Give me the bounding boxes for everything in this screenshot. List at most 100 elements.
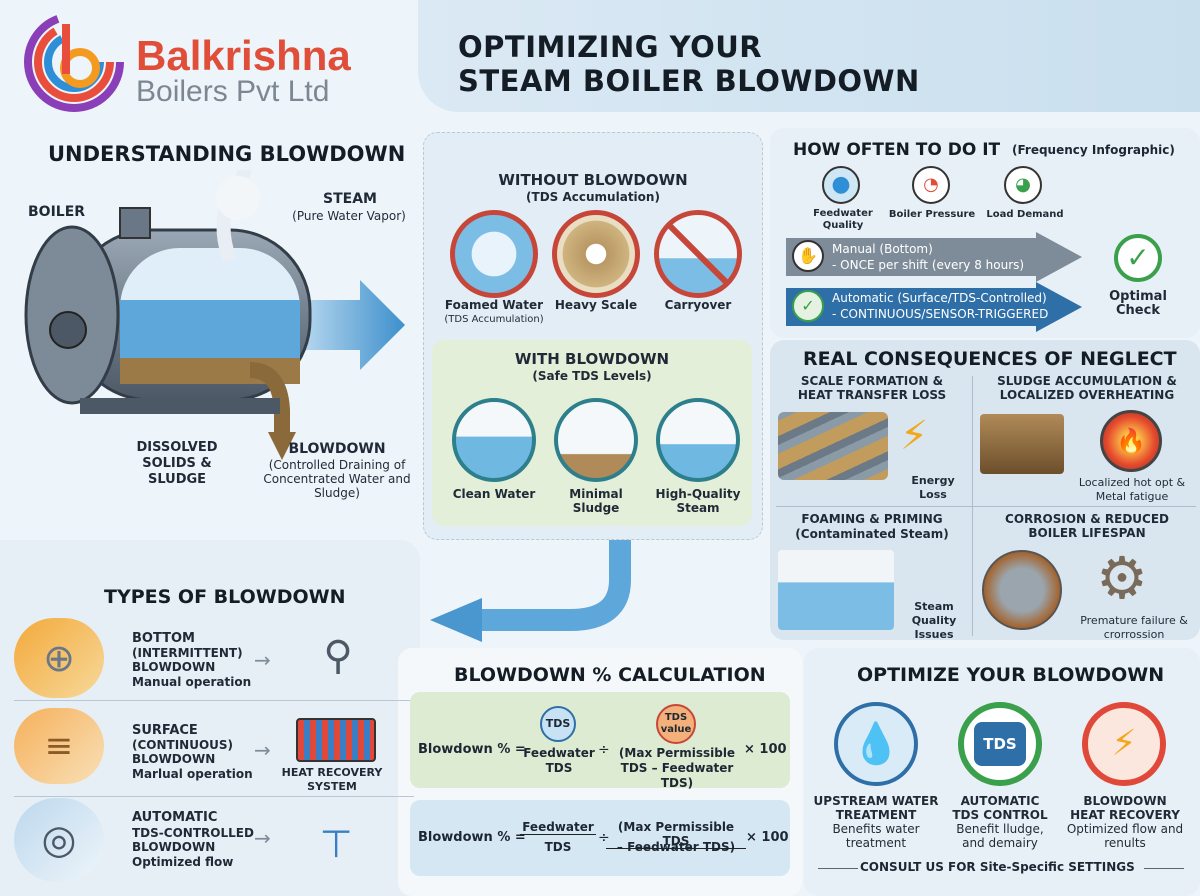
auto-check-icon: ✓ [792, 290, 824, 322]
energy-loss-icon: ⚡ [900, 413, 929, 459]
type-3-line4: Optimized flow [132, 855, 234, 869]
flow-arrow [420, 540, 640, 650]
hand-icon: ✋ [792, 240, 824, 272]
arrow-right-icon: → [254, 826, 271, 850]
optimize-3-sub: Optimized flow and renults [1066, 822, 1184, 850]
cta-text[interactable]: CONSULT US FOR Site-Specific SETTINGS [860, 860, 1135, 874]
load-gauge-icon: ◕ [1004, 166, 1042, 204]
foaming-sub: (Contaminated Steam) [795, 527, 949, 541]
tds-badge: TDS [540, 706, 576, 742]
scale-pipe-image [778, 412, 888, 480]
formula-1-numerator: Feedwater TDS [523, 746, 595, 775]
understanding-heading: UNDERSTANDING BLOWDOWN [48, 142, 406, 166]
auto-line2: - CONTINUOUS/SENSOR-TRIGGERED [832, 307, 1049, 321]
type-1-line3: BLOWDOWN [132, 660, 216, 674]
hot-spot-icon: 🔥 [1100, 410, 1162, 472]
type-2-line2: (CONTINUOUS) [132, 738, 234, 752]
optimize-1-title: UPSTREAM WATER TREATMENT [813, 794, 939, 822]
sensor-pipe-icon: ⊤ [319, 822, 353, 866]
optimize-3-title: BLOWDOWN HEAT RECOVERY [1070, 794, 1180, 822]
without-item-1-label: Foamed Water [444, 298, 544, 312]
formula-2-lhs: Blowdown % = [418, 830, 526, 845]
with-item-2-label: Minimal Sludge [569, 487, 623, 515]
type-divider-2 [14, 796, 414, 797]
consequence-divider-h [776, 506, 1196, 507]
pressure-gauge-icon: ◔ [912, 166, 950, 204]
corrosion-caption: Premature failure & crorrossion [1080, 614, 1188, 641]
tds-value-badge: TDS value [656, 704, 696, 744]
formula-2-times: × 100 [746, 830, 789, 845]
corroded-gear-icon: ⚙ [1096, 544, 1148, 612]
scale-title: SCALE FORMATION & HEAT TRANSFER LOSS [797, 374, 947, 402]
formula-2-numerator-2: (Max Permissible TDS [606, 820, 746, 849]
solids-label: DISSOLVED SOLIDS & SLUDGE [136, 440, 218, 487]
steam-quality-caption: Steam Quality Issues [911, 600, 957, 641]
foaming-title: FOAMING & PRIMING [801, 512, 943, 526]
auto-line1: Automatic (Surface/TDS-Controlled) [832, 291, 1047, 305]
manual-line1: Manual (Bottom) [832, 242, 933, 256]
optimize-1-sub: Benefits water treatment [832, 822, 920, 850]
water-drop-icon: ● [822, 166, 860, 204]
type-2-line4: Marlual operation [132, 767, 253, 781]
type-2-line3: BLOWDOWN [132, 752, 216, 766]
pipe-valve-icon: ≡ [14, 708, 104, 784]
brand-name: Balkrishna [136, 32, 351, 79]
heat-exchanger-icon [296, 718, 376, 762]
calc-heading: BLOWDOWN % CALCULATION [454, 664, 766, 686]
without-sub: (TDS Accumulation) [526, 190, 660, 204]
high-quality-steam-icon [656, 398, 740, 482]
formula-2-box [410, 800, 790, 876]
clean-water-icon [452, 398, 536, 482]
with-item-3-label: High-Quality Steam [655, 487, 741, 515]
factor-pressure: Boiler Pressure [888, 209, 976, 220]
formula-1-box [410, 692, 790, 788]
formula-1-denominator: (Max Permissible TDS – Feedwater TDS) [618, 746, 736, 790]
sludge-image [980, 414, 1064, 474]
type-3-title: AUTOMATIC [132, 810, 218, 825]
heavy-scale-icon [552, 210, 640, 298]
without-item-3-label: Carryover [664, 298, 732, 312]
type-3-line3: BLOWDOWN [132, 840, 216, 854]
cta-line-right [1144, 868, 1184, 869]
type-1-title: BOTTOM [132, 631, 195, 646]
hot-spot-caption: Localized hot opt & Metal fatigue [1078, 476, 1186, 503]
blowdown-sublabel: (Controlled Draining of Concentrated Wat… [263, 458, 411, 500]
optimal-label: Optimal Check [1109, 289, 1167, 318]
optimize-2-sub: Benefit lludge, and demairy [956, 822, 1044, 850]
factor-feedwater: Feedwater Quality [813, 208, 873, 231]
formula-1-times: × 100 [744, 742, 787, 757]
foamed-water-icon [450, 210, 538, 298]
page-title-line2: STEAM BOILER BLOWDOWN [458, 64, 920, 98]
arrow-right-icon: → [254, 738, 271, 762]
tds-control-badge: TDS [974, 722, 1026, 766]
faucet-icon: ⚲ [323, 633, 353, 679]
frequency-heading-sub: (Frequency Infographic) [1012, 143, 1175, 157]
boiler-label: BOILER [28, 204, 86, 220]
blowdown-label: BLOWDOWN [288, 441, 386, 457]
type-1-line2: (INTERMITTENT) [132, 646, 243, 660]
without-item-2-label: Heavy Scale [554, 298, 638, 312]
water-treatment-icon: 💧 [834, 702, 918, 786]
corrosion-title: CORROSION & REDUCED BOILER LIFESPAN [1005, 512, 1169, 540]
energy-loss-caption: Energy Loss [911, 474, 955, 501]
steam-label: STEAM [323, 191, 377, 207]
with-heading: WITH BLOWDOWN [514, 350, 670, 368]
tds-gauge-icon: ◎ [14, 798, 104, 882]
foaming-image [778, 550, 894, 630]
heat-recovery-label: HEAT RECOVERY SYSTEM [281, 766, 383, 793]
type-divider-1 [14, 700, 414, 701]
without-item-1-sub: (TDS Accumulation) [444, 314, 544, 325]
formula-2-denominator: TDS [544, 840, 572, 854]
minimal-sludge-icon [554, 398, 638, 482]
title-banner [418, 0, 1200, 112]
optimal-check-icon: ✓ [1114, 234, 1162, 282]
logo [22, 10, 126, 114]
cta-line-left [818, 868, 858, 869]
corroded-disc-icon [982, 550, 1062, 630]
types-heading: TYPES OF BLOWDOWN [104, 586, 346, 608]
heat-recovery-icon: ⚡ [1082, 702, 1166, 786]
sludge-title: SLUDGE ACCUMULATION & LOCALIZED OVERHEAT… [997, 374, 1177, 402]
factor-load: Load Demand [986, 209, 1064, 220]
auto-arrow [786, 282, 1086, 332]
type-3-line2: TDS-CONTROLLED [132, 826, 254, 840]
